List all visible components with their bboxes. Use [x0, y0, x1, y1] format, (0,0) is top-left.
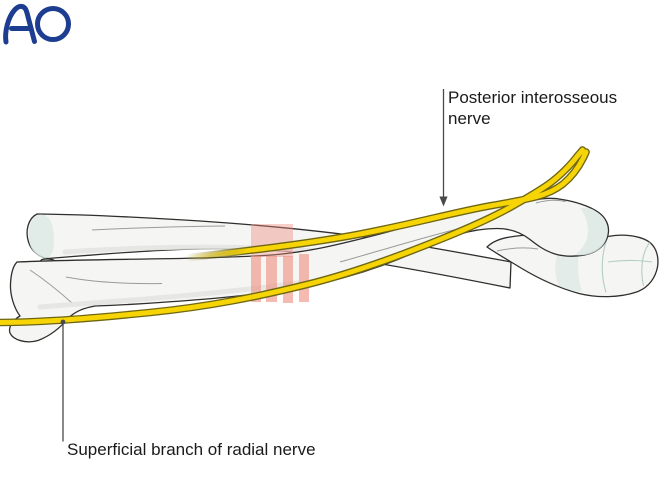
fracture-zone-stripe [299, 254, 309, 302]
label-line: Posterior interosseous [448, 88, 618, 107]
label-line: Superficial branch of radial nerve [67, 440, 316, 459]
arrowhead-icon [439, 196, 448, 207]
fracture-zone-stripe [266, 256, 277, 302]
label-superficial-branch-radial-nerve: Superficial branch of radial nerve [67, 439, 316, 460]
label-line: nerve [448, 109, 491, 128]
ao-logo-letter-o [35, 6, 71, 42]
leader-line-posterior [439, 89, 448, 207]
ulna-shaft [26, 213, 512, 289]
nerve-posterior-interosseous-band [186, 149, 589, 260]
nerve-superficial-radial-band [0, 147, 585, 325]
leader-line-superficial [60, 319, 66, 442]
ulna-head-facet [28, 214, 54, 259]
fracture-zone-stripe [251, 256, 261, 302]
label-posterior-interosseous-nerve: Posterior interosseous nerve [448, 87, 617, 129]
fracture-zone-stripe [283, 256, 293, 303]
ao-logo-letter-a [3, 3, 37, 45]
olecranon [486, 231, 659, 298]
ao-logo [3, 3, 71, 45]
radial-head-facet [575, 208, 608, 256]
